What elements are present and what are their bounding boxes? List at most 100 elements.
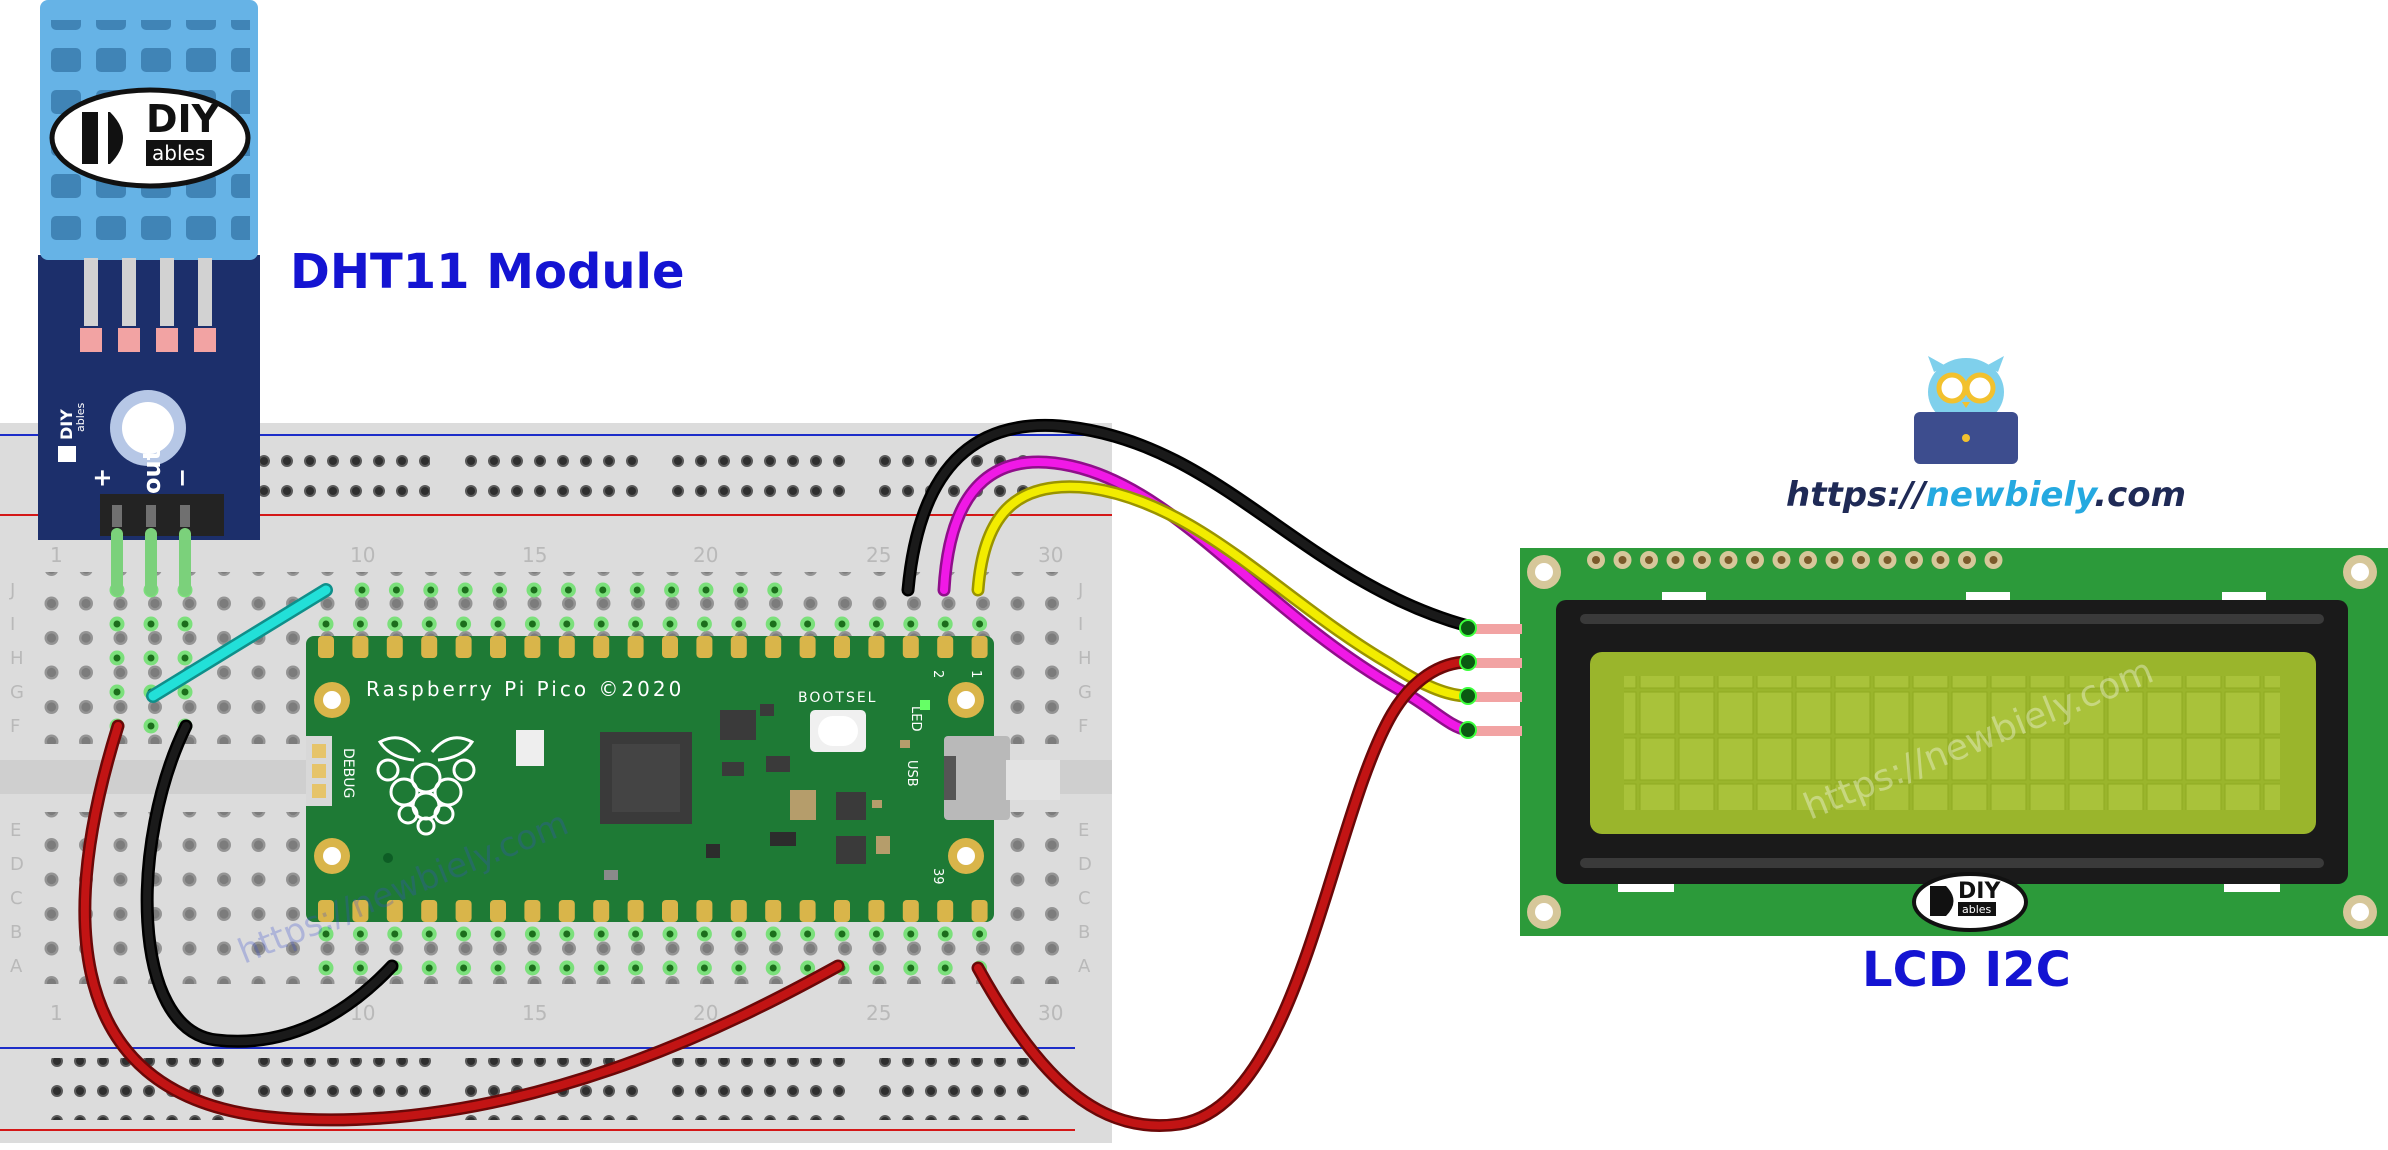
row-letter-f-left: F	[10, 716, 20, 737]
pico-pin-pad	[558, 636, 575, 658]
pico-pin39-label: 39	[930, 868, 945, 885]
pico-pin-pad	[765, 636, 782, 658]
pico-pin-pad	[455, 636, 472, 658]
row-letter-d-right: D	[1078, 854, 1092, 875]
row-letter-i-right: I	[1078, 614, 1083, 635]
pico-pin-pads	[318, 636, 988, 922]
url-suffix: .com	[2094, 475, 2186, 515]
pico-pin-pad	[352, 900, 369, 922]
col-number-15-top: 15	[522, 543, 547, 567]
diyables-logo-diy: DIY	[146, 97, 220, 141]
pico-pin-pad	[834, 636, 850, 658]
row-letter-a-left: A	[10, 956, 23, 977]
row-letter-j-right: J	[1077, 580, 1083, 601]
svg-text:https://newbiely.com: https://newbiely.com	[1786, 475, 2186, 515]
pico-pin-pad	[524, 636, 541, 658]
pico-pin-pad	[799, 900, 816, 922]
pico-pin-pad	[730, 636, 747, 658]
pico-pin-pad	[386, 900, 403, 922]
wires	[78, 418, 1475, 1132]
pico-pin-pad	[730, 900, 747, 922]
col-number-1-top: 1	[50, 543, 63, 567]
dht-side-logo-diy: DIY	[57, 409, 76, 440]
dht11-module-label: DHT11 Module	[290, 244, 685, 300]
pico-pin-pad	[558, 900, 575, 922]
col-number-10-top: 10	[350, 543, 375, 567]
row-letter-e-right: E	[1078, 820, 1089, 841]
row-letter-g-left: G	[10, 682, 24, 703]
pico-pin-pad	[352, 636, 369, 658]
row-letter-b-left: B	[10, 922, 22, 943]
pico-pin-pad	[868, 900, 885, 922]
col-number-30-bottom: 30	[1038, 1001, 1063, 1025]
pico-pin-pad	[490, 636, 506, 658]
pico-led-label: LED	[908, 706, 923, 731]
usb-connector	[944, 736, 1010, 820]
row-letter-a-right: A	[1078, 956, 1091, 977]
pico-usb-label: USB	[904, 760, 919, 787]
pico-pin-pad	[902, 900, 919, 922]
col-number-15-bottom: 15	[522, 1001, 547, 1025]
lcd-i2c-label: LCD I2C	[1862, 942, 2071, 998]
pico-pin-pad	[662, 900, 678, 922]
wire-ends	[1459, 619, 1477, 739]
dht-pin-minus-label: −	[168, 468, 196, 488]
pico-pin-pad	[834, 900, 850, 922]
pico-bootsel-label: BOOTSEL	[798, 690, 877, 706]
pico-pin-pad	[421, 636, 438, 658]
pico-pin-pad	[971, 636, 988, 658]
col-number-20-bottom: 20	[693, 1001, 718, 1025]
col-number-1-bottom: 1	[50, 1001, 63, 1025]
lcd-diyables-logo: DIY ables	[1912, 872, 2028, 932]
pico-pin-pad	[937, 636, 954, 658]
dht-pin-out-label: out	[138, 449, 166, 494]
pico-pin-pad	[318, 636, 334, 658]
dht-pin-plus-label: +	[88, 468, 116, 488]
pico-pin-pad	[455, 900, 472, 922]
newbiely-url: https://newbiely.com	[1786, 475, 2186, 515]
pico-pin-pad	[593, 636, 610, 658]
row-letter-h-right: H	[1078, 648, 1092, 669]
pico-pin-pad	[593, 900, 610, 922]
lcd-i2c: https://newbiely.com DIY ables	[1474, 548, 2388, 936]
row-letter-c-right: C	[1078, 888, 1091, 909]
pico-pin-pad	[421, 900, 438, 922]
url-prefix: https://	[1786, 475, 1928, 515]
pico-pin-pad	[696, 900, 713, 922]
url-name: newbiely	[1926, 475, 2099, 515]
raspberry-pi-pico: Raspberry Pi Pico ©2020 BOOTSEL LED USB …	[306, 636, 1060, 922]
pico-pin-pad	[902, 636, 919, 658]
pico-pin-pad	[490, 900, 506, 922]
diyables-logo: DIY ables	[49, 87, 251, 189]
pico-pin-pad	[971, 900, 988, 922]
row-letter-h-left: H	[10, 648, 24, 669]
pico-pin-pad	[318, 900, 334, 922]
pico-pin-pad	[765, 900, 782, 922]
pico-pin-pad	[627, 900, 644, 922]
col-number-30-top: 30	[1038, 543, 1063, 567]
row-letter-e-left: E	[10, 820, 21, 841]
pico-pin-pad	[799, 636, 816, 658]
pico-title: Raspberry Pi Pico ©2020	[366, 677, 684, 701]
row-letter-d-left: D	[10, 854, 24, 875]
pico-pin1-label: 1	[968, 670, 983, 678]
pico-pin-pad	[662, 636, 678, 658]
connected-holes	[109, 582, 988, 976]
col-number-25-top: 25	[866, 543, 891, 567]
lcd-logo-ables: ables	[1962, 903, 1992, 916]
col-number-25-bottom: 25	[866, 1001, 891, 1025]
pico-pin-pad	[937, 900, 954, 922]
row-letter-i-left: I	[10, 614, 15, 635]
lcd-header-pads	[1587, 551, 2003, 569]
pico-pin-pad	[696, 636, 713, 658]
pico-pin-pad	[868, 636, 885, 658]
pico-pin2-label: 2	[930, 670, 945, 678]
raspberry-pi-logo	[376, 736, 476, 836]
row-letter-f-right: F	[1078, 716, 1088, 737]
diyables-logo-ables: ables	[152, 141, 205, 165]
dht-side-logo-ables: ables	[74, 402, 87, 432]
row-letter-b-right: B	[1078, 922, 1090, 943]
row-letter-c-left: C	[10, 888, 23, 909]
dht11-module: + out − DIY ables DIY ables	[38, 0, 260, 540]
